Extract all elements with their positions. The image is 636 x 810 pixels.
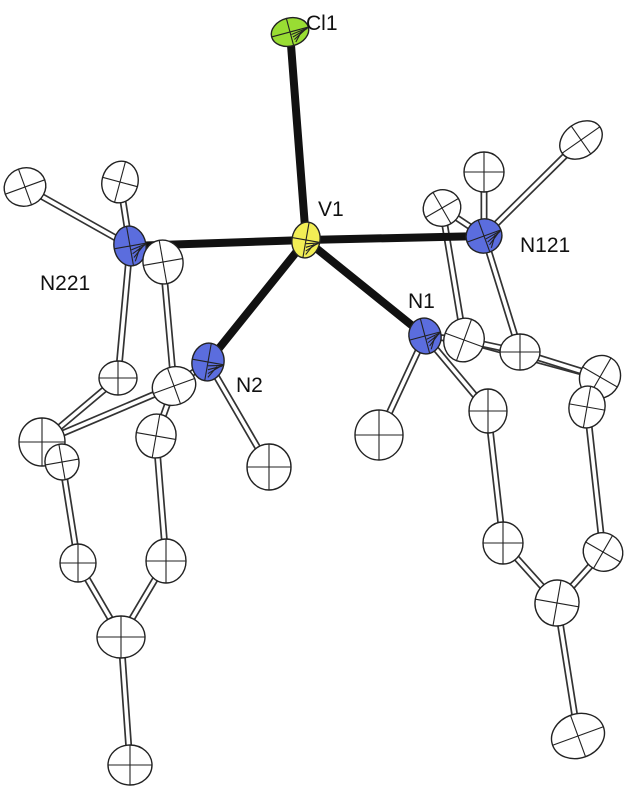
label-cl1: Cl1 [306, 12, 338, 35]
ellipsoid-axis [455, 319, 473, 361]
ellipsoid-hatch [430, 336, 436, 350]
ellipsoid-axis [166, 367, 182, 405]
bond-n121-r_b-core [482, 234, 522, 354]
ellipsoid-axis [432, 192, 452, 224]
ellipsoid-hatch [426, 332, 441, 340]
ellipsoid-hatch [131, 243, 146, 251]
atom-l_j [107, 744, 153, 786]
bond-v1-cl1 [286, 28, 310, 244]
atom-l_g [59, 543, 97, 583]
atom-l_d [44, 443, 80, 481]
atom-r_j [550, 712, 606, 760]
ellipsoid-axis [151, 414, 161, 458]
bond-v1-n1 [302, 236, 429, 340]
label-n1: N1 [408, 290, 435, 313]
label-n121: N121 [520, 234, 570, 257]
ellipsoid-axis [593, 535, 613, 569]
ellipsoid-axis [569, 715, 587, 757]
ellipsoid-hatch [291, 27, 309, 36]
ellipsoid-axis [114, 161, 126, 203]
ellipsoid-axis [419, 318, 431, 354]
atom-n2 [191, 342, 225, 382]
ellipsoid-axis [477, 219, 491, 253]
atom-v1 [291, 221, 321, 259]
ellipsoid-hatch [295, 30, 303, 43]
label-n221: N221 [40, 272, 90, 295]
atom-l_a [98, 360, 138, 396]
ellipsoid-axis [204, 343, 212, 381]
bond-v1-n2 [204, 236, 310, 366]
ellipsoid-axis [582, 386, 592, 428]
atom-r_a [443, 317, 485, 363]
bond-r_m3-r_a-core [440, 206, 466, 342]
atom-r_e [354, 409, 404, 461]
atom-l_f [246, 443, 292, 491]
atom-l_i [96, 615, 146, 659]
atom-r_f [468, 388, 508, 434]
ellipsoid-axis [17, 168, 33, 206]
ellipsoid-hatch [134, 247, 141, 262]
atom-r_b [499, 333, 541, 371]
label-n2: N2 [236, 374, 263, 397]
ellipsoid-hatch [305, 242, 320, 245]
ellipsoid-hatch [305, 243, 315, 255]
atom-n221 [113, 225, 147, 267]
bond-r_d-r_h-core [585, 405, 605, 554]
atom-l_b [151, 365, 197, 407]
bond-v1-n121 [302, 232, 488, 244]
ellipsoid-axis [125, 226, 135, 266]
atom-l_e [135, 413, 177, 459]
label-v1: V1 [318, 198, 344, 221]
atom-r_m3 [422, 189, 462, 227]
ellipsoid-axis [285, 18, 295, 46]
atom-cl1 [270, 16, 310, 48]
atom-l_h [145, 538, 187, 584]
ellipsoid-hatch [207, 364, 224, 367]
atom-r_g [482, 521, 524, 565]
atom-r_m2 [463, 151, 505, 193]
metal-bonds [126, 28, 488, 366]
ellipsoid-axis [570, 125, 592, 155]
atom-r_h [582, 532, 624, 572]
ellipsoid-axis [552, 580, 562, 626]
atom-r_d [568, 385, 606, 429]
bond-n221-l_a-core [116, 244, 132, 380]
ellipsoid-hatch [490, 234, 496, 248]
atoms [3, 16, 624, 786]
atom-n121 [465, 218, 503, 254]
atom-n1 [408, 317, 442, 355]
atom-cl_m2 [101, 160, 139, 204]
ellipsoid-hatch [485, 230, 502, 240]
ellipsoid-axis [302, 222, 310, 258]
ellipsoid-axis [158, 240, 168, 284]
atom-cl_m1 [3, 167, 47, 207]
atom-r_i [534, 579, 580, 627]
ellipsoid-hatch [207, 366, 218, 378]
ellipsoid-axis [58, 444, 66, 480]
atom-r_m1 [559, 120, 603, 160]
atom-cl_m3 [142, 239, 184, 285]
